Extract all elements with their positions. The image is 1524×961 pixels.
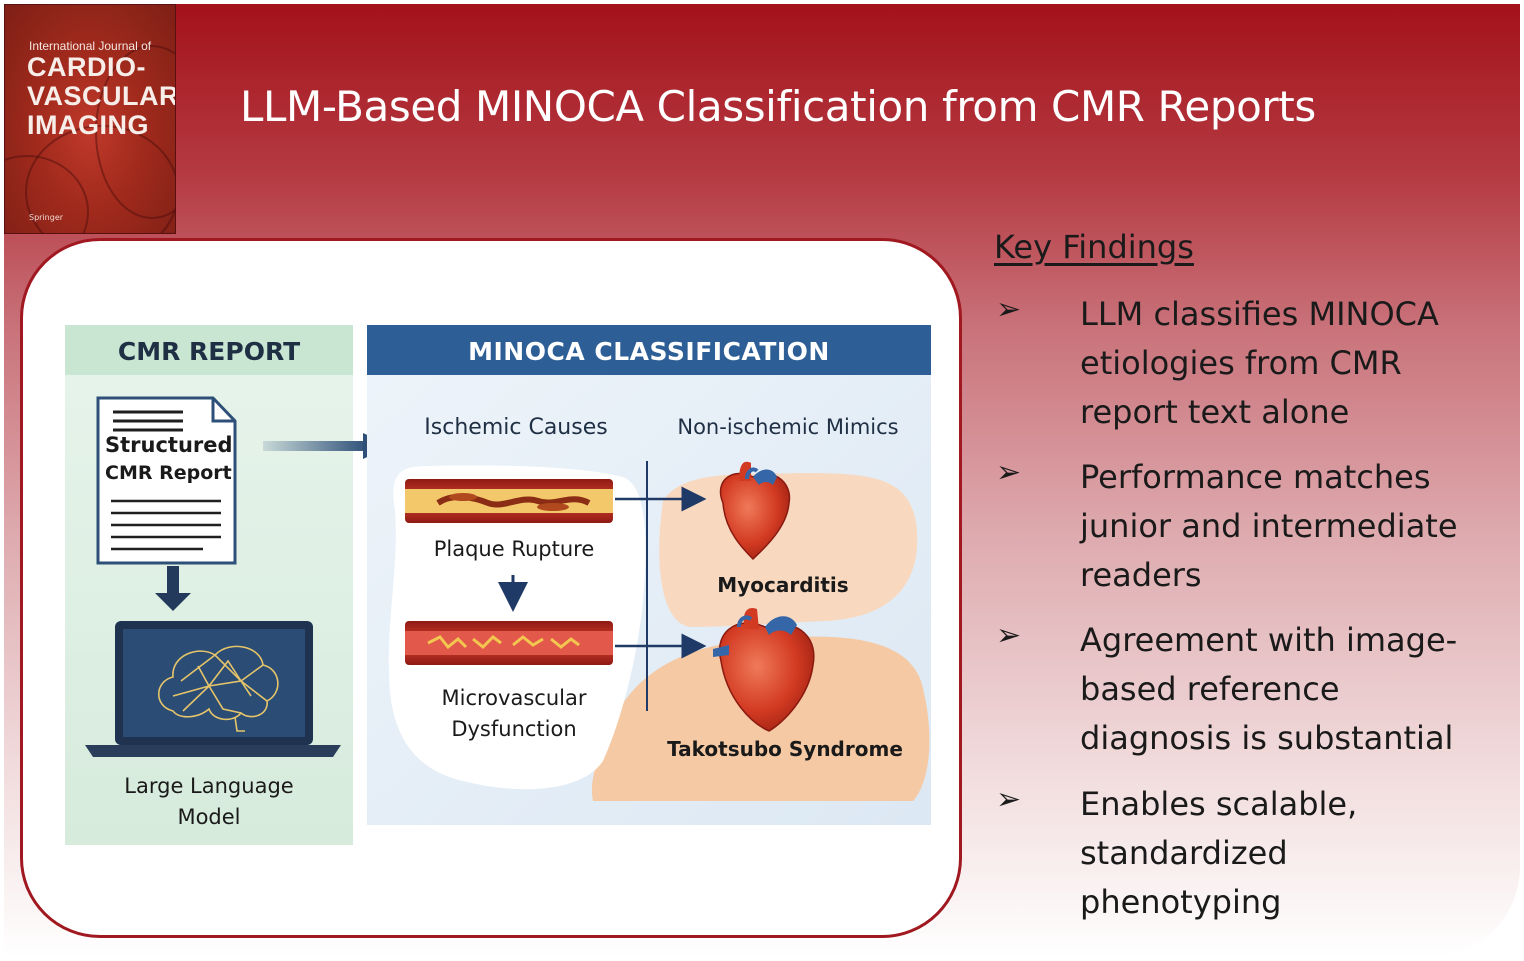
key-finding-text: Performance matches junior and intermedi… [1080, 453, 1490, 600]
myocarditis-label: Myocarditis [717, 573, 849, 597]
report-to-classification-arrow [263, 441, 368, 451]
down-arrow-icon [155, 566, 191, 611]
key-finding-line: readers [1080, 556, 1202, 594]
document-label-line: CMR Report [105, 462, 232, 484]
cover-title-line: VASCULAR [27, 81, 176, 111]
takotsubo-label: Takotsubo Syndrome [667, 737, 903, 761]
journal-cover: International Journal of CARDIO- VASCULA… [4, 4, 176, 234]
cover-subtitle: International Journal of [29, 39, 152, 53]
key-finding-line: based reference [1080, 670, 1340, 708]
key-finding-line: junior and intermediate [1080, 507, 1458, 545]
laptop-icon [85, 621, 341, 757]
arrow-bullet-icon: ➢ [996, 618, 1022, 653]
key-finding-line: etiologies from CMR [1080, 344, 1402, 382]
page-title: LLM-Based MINOCA Classification from CMR… [240, 82, 1316, 131]
key-finding-line: report text alone [1080, 393, 1350, 431]
plaque-vessel-icon [405, 479, 613, 523]
cover-title: CARDIO- VASCULAR IMAGING [27, 52, 176, 140]
arrow-bullet-icon: ➢ [996, 782, 1022, 817]
key-finding-line: standardized [1080, 834, 1288, 872]
microvascular-label-line: Microvascular [441, 686, 587, 710]
model-label-line: Model [177, 805, 241, 829]
classification-header-bar [367, 325, 931, 375]
diagram-svg [65, 325, 931, 845]
arrow-bullet-icon: ➢ [996, 292, 1022, 327]
model-label-line: Large Language [124, 774, 294, 798]
cmr-report-header-bar [65, 325, 353, 375]
key-finding-item: ➢ Performance matches junior and interme… [996, 453, 1496, 603]
key-finding-item: ➢ Enables scalable, standardized phenoty… [996, 780, 1496, 930]
key-finding-line: Enables scalable, [1080, 785, 1358, 823]
microvascular-vessel-icon [405, 621, 613, 665]
key-findings-title: Key Findings [994, 228, 1194, 266]
key-finding-text: Agreement with image- based reference di… [1080, 616, 1490, 763]
key-finding-line: Agreement with image- [1080, 621, 1458, 659]
microvascular-label-line: Dysfunction [451, 717, 577, 741]
cover-title-line: IMAGING [27, 110, 149, 140]
plaque-rupture-label: Plaque Rupture [433, 537, 595, 561]
diagram-panel: CMR REPORT MINOCA CLASSIFICATION Structu… [20, 238, 962, 938]
key-finding-text: Enables scalable, standardized phenotypi… [1080, 780, 1490, 927]
heart-takotsubo-icon [713, 607, 815, 732]
key-finding-line: LLM classifies MINOCA [1080, 295, 1439, 333]
document-icon [96, 396, 237, 565]
key-finding-item: ➢ Agreement with image- based reference … [996, 616, 1496, 766]
cover-publisher: Springer [29, 213, 64, 222]
cover-title-line: CARDIO- [27, 52, 146, 82]
ischemic-causes-header: Ischemic Causes [424, 415, 608, 440]
brain-network-icon [158, 645, 279, 732]
nonischemic-mimics-header: Non-ischemic Mimics [677, 415, 899, 439]
classification-header: MINOCA CLASSIFICATION [468, 337, 830, 366]
cmr-report-header: CMR REPORT [117, 337, 301, 366]
key-finding-line: Performance matches [1080, 458, 1431, 496]
heart-myocarditis-icon [719, 461, 791, 561]
key-finding-item: ➢ LLM classifies MINOCA etiologies from … [996, 290, 1496, 440]
document-label-line: Structured [105, 433, 233, 457]
key-finding-line: phenotyping [1080, 883, 1282, 921]
arrow-bullet-icon: ➢ [996, 455, 1022, 490]
key-finding-line: diagnosis is substantial [1080, 719, 1454, 757]
key-finding-text: LLM classifies MINOCA etiologies from CM… [1080, 290, 1490, 437]
